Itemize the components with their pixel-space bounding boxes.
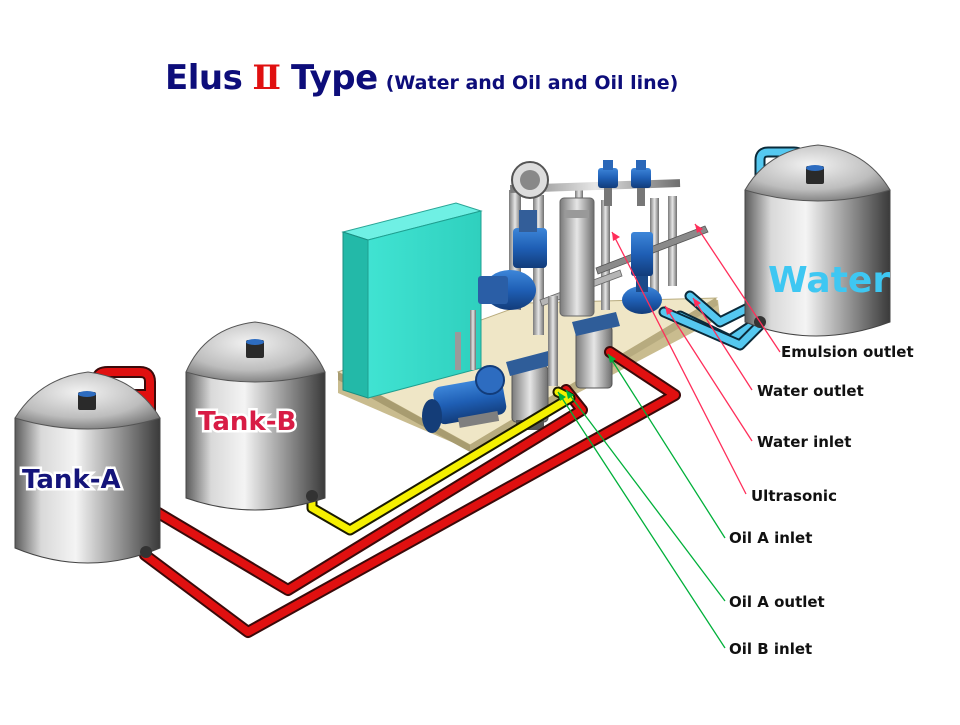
- leader-oil-a-inlet: [607, 353, 726, 539]
- water-tank: Water: [744, 144, 891, 337]
- title-main-part2: Type: [290, 58, 378, 98]
- title-main-part1: Elus: [165, 58, 243, 98]
- callout-water-outlet: Water outlet: [757, 382, 864, 400]
- tank-b-label: Tank-B: [198, 407, 296, 437]
- leader-emulsion-outlet: [694, 223, 781, 353]
- top-valve-1: [598, 160, 618, 206]
- process-machinery: [422, 160, 709, 433]
- callout-ultrasonic: Ultrasonic: [751, 487, 837, 505]
- control-cabinet: [341, 202, 483, 399]
- tank-b: Tank-B: [185, 321, 326, 511]
- callout-emulsion-outlet: Emulsion outlet: [781, 343, 914, 361]
- tank-a-label: Tank-A: [22, 465, 121, 495]
- top-valve-2: [631, 160, 651, 206]
- water-lines: [658, 146, 808, 351]
- oil-b-line: [306, 386, 576, 536]
- title-subtitle: (Water and Oil and Oil line): [385, 72, 679, 94]
- title-numeral: Ⅱ: [252, 58, 281, 98]
- leader-lines: [557, 223, 781, 649]
- water-tank-label: Water: [768, 260, 890, 301]
- leader-oil-a-outlet: [565, 389, 726, 602]
- callout-oil-b-inlet: Oil B inlet: [729, 640, 813, 658]
- feed-pump-motor: [422, 365, 507, 433]
- leader-oil-b-inlet: [557, 391, 726, 649]
- strainer-right: [572, 312, 620, 389]
- callout-oil-a-inlet: Oil A inlet: [729, 529, 813, 547]
- leader-water-inlet: [664, 305, 753, 442]
- callout-water-inlet: Water inlet: [757, 433, 852, 451]
- leader-water-outlet: [692, 297, 753, 391]
- tank-a: Tank-A: [14, 371, 161, 564]
- vertical-pump: [622, 232, 662, 314]
- callout-oil-a-outlet: Oil A outlet: [729, 593, 825, 611]
- leader-ultrasonic: [611, 231, 747, 495]
